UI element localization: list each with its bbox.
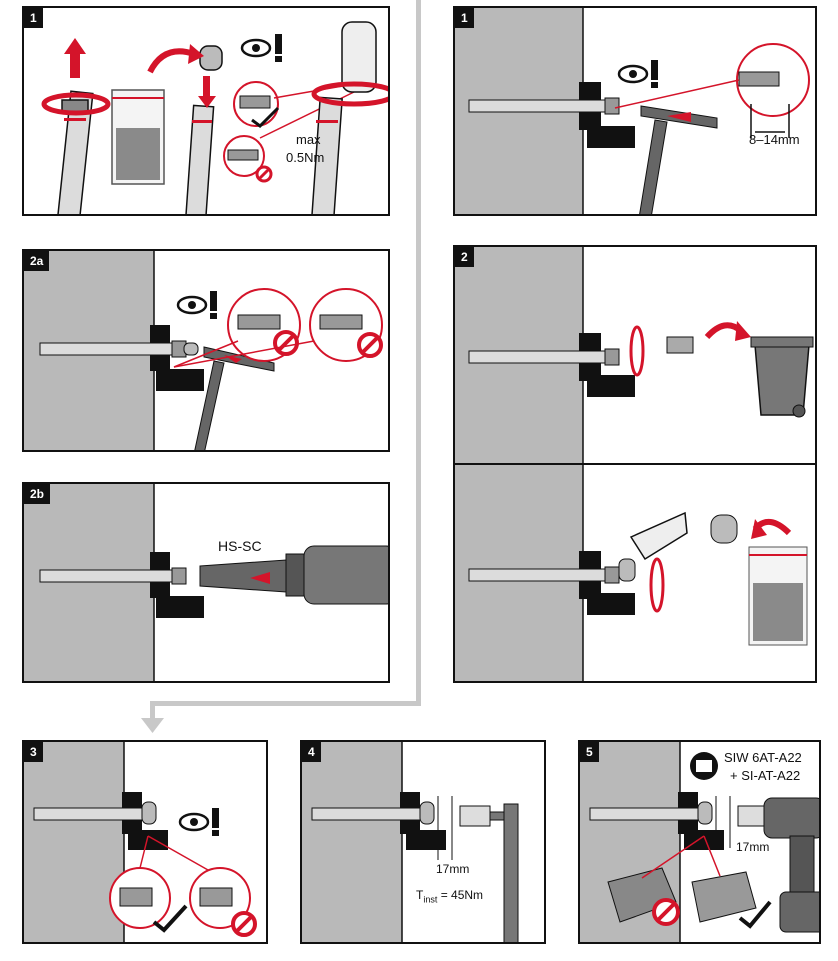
anchor-bolt-installed-icon (39, 567, 187, 585)
panel-step-4-torque: 4 17mm Tinst = 45Nm (300, 740, 546, 944)
anchor-bolt-installed-icon (468, 97, 620, 115)
cap-bag-icon (748, 546, 808, 646)
detail-steel-correct-icon (691, 871, 772, 929)
hand-icon (618, 511, 688, 582)
step-badge: 2a (24, 251, 50, 271)
manual-read-icon (690, 752, 718, 780)
eye-warning-icon (176, 291, 217, 319)
setting-tool-label: HS-SC (218, 538, 262, 554)
throw-away-arrow-icon (704, 321, 751, 341)
detail-wrong-icon (189, 867, 257, 937)
unscrew-arrow-icon (629, 325, 645, 377)
eye-warning-icon (178, 808, 219, 836)
fixture-plate (579, 82, 635, 148)
panel-step-5-impact-wrench: 5 (578, 740, 821, 944)
detail-correct-icon (233, 81, 280, 128)
anchor-bolt-with-cap-icon (33, 801, 157, 825)
anchor-bolt-installed-icon-2 (468, 566, 620, 584)
detail-wrong-icon-2 (309, 288, 383, 362)
torque-symbol: T (416, 888, 424, 902)
tool-spec-line2: + SI-AT-A22 (730, 768, 801, 783)
dimension-lines (437, 796, 453, 860)
gap-dimension-label: 8–14mm (749, 132, 800, 147)
concrete-wall (302, 742, 402, 942)
detail-wood-wrong-icon (607, 867, 680, 926)
screw-arrow-icon (649, 557, 665, 613)
concrete-wall (24, 484, 154, 681)
step-badge: 5 (580, 742, 599, 762)
fixture-plate-2 (579, 551, 635, 615)
panel-step-2a-hammer-set: 2a (22, 249, 390, 452)
anchor-bolt-with-cap-icon (589, 801, 713, 825)
panel-step-2b-setting-tool: 2b HS-SC (22, 482, 390, 683)
torque-value: = 45Nm (437, 888, 484, 902)
step-badge: 4 (302, 742, 321, 762)
detail-wrong-icon (223, 135, 273, 183)
take-from-bag-arrow-icon (751, 519, 792, 539)
panel-step-2-remove-nut: 2 (453, 245, 817, 683)
torque-wrench-icon (459, 803, 519, 942)
panel-step-1-preassembly: 1 (22, 6, 390, 216)
flow-line-down (150, 701, 155, 723)
wrench-size-label: 17mm (736, 840, 770, 854)
tool-spec-line1: SIW 6AT-A22 (724, 750, 802, 765)
step-badge: 2b (24, 484, 51, 504)
setting-tool-icon (199, 545, 388, 605)
step-badge: 3 (24, 742, 43, 762)
fixture-plate (150, 552, 204, 618)
hammer-icon (639, 105, 718, 214)
anchor-bolt-icon (56, 90, 94, 214)
concrete-wall (24, 742, 124, 942)
step-badge: 1 (455, 8, 474, 28)
impact-wrench-icon (737, 797, 819, 933)
hex-nut-icon (666, 336, 694, 354)
eye-warning-icon (617, 60, 658, 88)
dome-cap-icon (710, 514, 738, 544)
torque-subscript: inst (423, 894, 438, 905)
anchor-bolt-with-cap-icon (311, 801, 435, 825)
hammer-icon (194, 346, 275, 450)
step-badge: 2 (455, 247, 474, 267)
dimension-lines (715, 796, 731, 848)
anchor-bolt-installed-icon (39, 340, 199, 358)
anchor-bolt-hand-tighten-icon (310, 21, 388, 214)
panel-step-3-check: 3 (22, 740, 268, 944)
detail-gap-icon (736, 43, 810, 138)
rotate-arrow-icon (41, 92, 111, 116)
up-arrow-icon (64, 38, 86, 78)
flow-line-vertical (416, 0, 421, 706)
recycle-bin-icon (750, 336, 814, 418)
nut-bag-icon (111, 89, 165, 185)
wrench-size-label: 17mm (436, 862, 470, 876)
anchor-bolt-installed-icon (468, 348, 620, 366)
installation-torque-label: Tinst = 45Nm (416, 888, 483, 904)
eye-warning-icon (240, 34, 282, 62)
anchor-bolt-with-cap-icon (147, 44, 223, 214)
max-torque-value: 0.5Nm (286, 150, 325, 165)
panel-step-1-hammer-in: 1 8–14mm (453, 6, 817, 216)
detail-correct-icon (109, 867, 188, 933)
step-badge: 1 (24, 8, 43, 28)
flow-line-horizontal (150, 701, 421, 706)
max-torque-label: max (296, 132, 321, 147)
